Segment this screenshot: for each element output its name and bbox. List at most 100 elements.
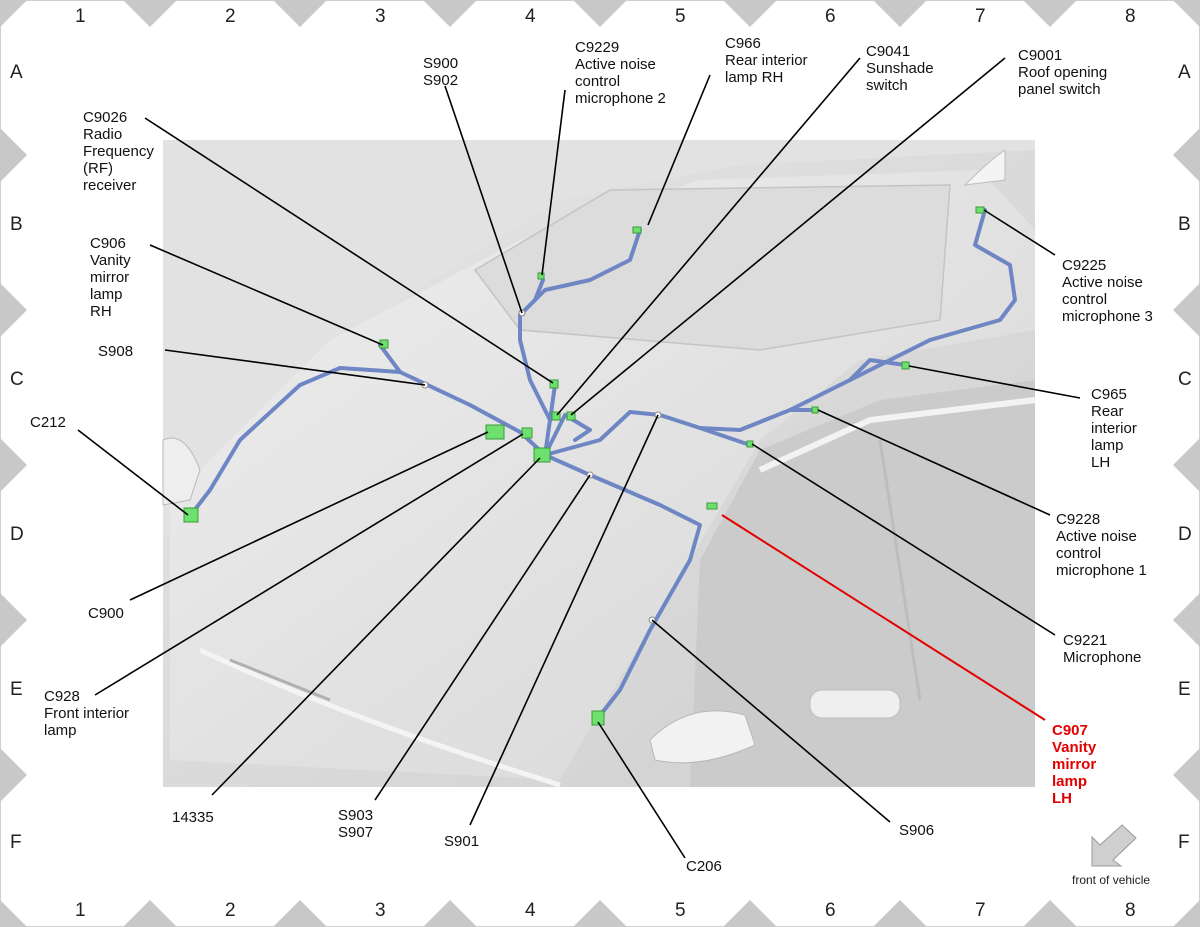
label-c965: C965 Rear interior lamp LH xyxy=(1091,386,1141,471)
label-c928: C928 Front interior lamp xyxy=(44,688,133,739)
car-illustration xyxy=(162,140,1036,788)
grid-marker-left-5 xyxy=(0,748,27,802)
connector-c212 xyxy=(183,507,199,523)
grid-col-top-2: 2 xyxy=(225,6,236,27)
grid-row-left-c: C xyxy=(10,369,24,390)
grid-col-bottom-7: 7 xyxy=(975,900,986,921)
label-c9221: C9221 Microphone xyxy=(1063,632,1141,666)
grid-marker-left-1 xyxy=(0,128,27,182)
grid-marker-right-6 xyxy=(1173,900,1200,927)
grid-col-bottom-6: 6 xyxy=(825,900,836,921)
connector-c966 xyxy=(632,226,642,234)
label-s900-s902: S900 S902 xyxy=(423,55,462,89)
front-arrow-icon xyxy=(1091,824,1137,867)
grid-row-right-c: C xyxy=(1178,369,1192,390)
grid-marker-left-2 xyxy=(0,283,27,337)
grid-row-right-a: A xyxy=(1178,62,1191,83)
front-of-vehicle-indicator: front of vehicle xyxy=(1072,824,1150,887)
grid-col-bottom-1: 1 xyxy=(75,900,86,921)
label-c206: C206 xyxy=(686,858,722,875)
grid-col-bottom-4: 4 xyxy=(525,900,536,921)
connector-c9041 xyxy=(551,411,561,421)
grid-marker-right-0 xyxy=(1173,0,1200,27)
label-c906: C906 Vanity mirror lamp RH xyxy=(90,235,135,320)
label-c907: C907 Vanity mirror lamp LH xyxy=(1052,722,1100,807)
grid-marker-top-2 xyxy=(273,0,327,27)
connector-c9001 xyxy=(566,411,576,421)
grid-marker-top-7 xyxy=(1023,0,1077,27)
grid-marker-bottom-2 xyxy=(273,900,327,927)
grid-marker-right-3 xyxy=(1173,438,1200,492)
grid-marker-top-6 xyxy=(873,0,927,27)
grid-row-left-a: A xyxy=(10,62,23,83)
label-c966: C966 Rear interior lamp RH xyxy=(725,35,812,86)
grid-col-top-4: 4 xyxy=(525,6,536,27)
grid-marker-bottom-1 xyxy=(123,900,177,927)
connector-14335 xyxy=(533,447,551,463)
connector-c965 xyxy=(901,361,910,370)
label-s908: S908 xyxy=(98,343,133,360)
grid-marker-right-2 xyxy=(1173,283,1200,337)
grid-row-right-b: B xyxy=(1178,214,1191,235)
label-c9225: C9225 Active noise control microphone 3 xyxy=(1062,257,1153,325)
grid-col-bottom-3: 3 xyxy=(375,900,386,921)
grid-col-top-5: 5 xyxy=(675,6,686,27)
grid-marker-right-4 xyxy=(1173,593,1200,647)
connector-c9225 xyxy=(975,206,985,214)
grid-col-top-7: 7 xyxy=(975,6,986,27)
grid-marker-top-1 xyxy=(123,0,177,27)
grid-col-top-3: 3 xyxy=(375,6,386,27)
grid-labels: 1 2 3 4 5 6 7 8 1 2 3 4 5 6 7 8 A B C D … xyxy=(10,6,1192,921)
roof-harness xyxy=(188,208,1017,720)
highlight-leader-c907 xyxy=(721,514,1046,721)
label-s901: S901 xyxy=(444,833,479,850)
connector-c9228 xyxy=(811,406,819,414)
grid-marker-bottom-4 xyxy=(573,900,627,927)
grid-row-left-b: B xyxy=(10,214,23,235)
connectors xyxy=(183,206,985,726)
grid-marker-bottom-5 xyxy=(723,900,777,927)
grid-row-right-d: D xyxy=(1178,524,1192,545)
connector-c206 xyxy=(591,710,605,726)
grid-row-left-f: F xyxy=(10,832,22,853)
grid-marker-top-3 xyxy=(423,0,477,27)
grid-marker-top-4 xyxy=(573,0,627,27)
grid-col-top-6: 6 xyxy=(825,6,836,27)
grid-marker-left-6 xyxy=(0,900,27,927)
label-c900: C900 xyxy=(88,605,124,622)
grid-marker-right-1 xyxy=(1173,128,1200,182)
label-c9026: C9026 Radio Frequency (RF) receiver xyxy=(83,109,158,194)
grid-marker-bottom-7 xyxy=(1023,900,1077,927)
grid-row-right-e: E xyxy=(1178,679,1191,700)
grid-marker-bottom-6 xyxy=(873,900,927,927)
grid-marker-bottom-3 xyxy=(423,900,477,927)
label-c9041: C9041 Sunshade switch xyxy=(866,43,938,94)
grid-col-bottom-8: 8 xyxy=(1125,900,1136,921)
connector-c907 xyxy=(706,502,718,510)
label-s903-s907: S903 S907 xyxy=(338,807,377,841)
grid-col-bottom-5: 5 xyxy=(675,900,686,921)
grid-marker-left-4 xyxy=(0,593,27,647)
connector-c9026 xyxy=(549,379,559,389)
grid-row-right-f: F xyxy=(1178,832,1190,853)
grid-marker-left-3 xyxy=(0,438,27,492)
grid-marker-right-5 xyxy=(1173,748,1200,802)
label-c9229: C9229 Active noise control microphone 2 xyxy=(575,39,666,107)
label-c212: C212 xyxy=(30,414,66,431)
callout-labels: C9026 Radio Frequency (RF) receiver S900… xyxy=(30,35,1153,875)
grid-marker-top-5 xyxy=(723,0,777,27)
connector-c900 xyxy=(485,424,505,440)
label-c9228: C9228 Active noise control microphone 1 xyxy=(1056,511,1147,579)
label-c9001: C9001 Roof opening panel switch xyxy=(1018,47,1111,98)
leader-lines xyxy=(77,57,1081,859)
connector-c9229 xyxy=(537,272,545,280)
label-14335: 14335 xyxy=(172,809,214,826)
grid-marker-left-0 xyxy=(0,0,27,27)
front-of-vehicle-label: front of vehicle xyxy=(1072,873,1150,887)
connector-c928 xyxy=(521,427,533,439)
grid-col-bottom-2: 2 xyxy=(225,900,236,921)
grid-row-left-d: D xyxy=(10,524,24,545)
grid-row-left-e: E xyxy=(10,679,23,700)
